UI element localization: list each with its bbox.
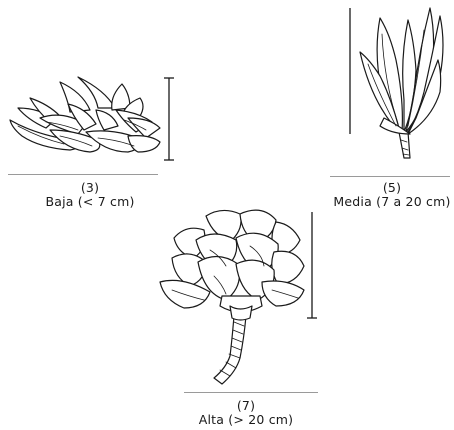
plant-tall-caption: (7) Alta (> 20 cm) <box>186 399 306 427</box>
plant-tall-number: (7) <box>186 399 306 413</box>
plant-tall-baseline <box>184 392 318 393</box>
plant-tall-label: Alta (> 20 cm) <box>186 413 306 427</box>
